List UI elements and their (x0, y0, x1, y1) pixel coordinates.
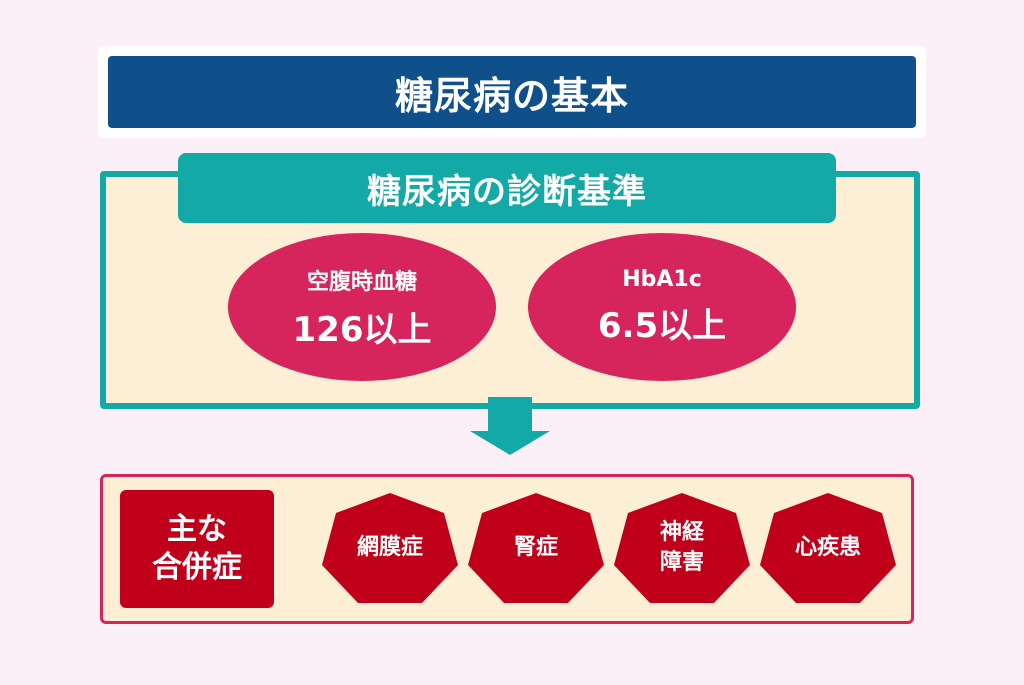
complications-label-line1: 主な (167, 512, 227, 547)
criterion-value: 126以上 (292, 309, 432, 350)
criterion-label: HbA1c (622, 267, 702, 292)
criterion-value: 6.5以上 (597, 306, 727, 346)
complication-line1: 網膜症 (356, 535, 423, 560)
heptagon-shape (322, 493, 458, 603)
criteria-title: 糖尿病の診断基準 (178, 153, 836, 223)
criterion-hba1c: HbA1c 6.5以上 (528, 233, 796, 381)
criterion-label: 空腹時血糖 (306, 269, 417, 295)
complication-line1: 心疾患 (794, 535, 861, 560)
complications-label: 主な 合併症 (120, 490, 274, 608)
complication-line2: 障害 (659, 550, 704, 575)
heptagon-shape (614, 493, 750, 603)
complication-neuropathy: 神経 障害 (612, 491, 752, 605)
complication-heart-disease: 心疾患 (758, 491, 898, 605)
complication-retinopathy: 網膜症 (320, 491, 460, 605)
complications-label-line2: 合併症 (152, 550, 242, 585)
criterion-fasting-glucose: 空腹時血糖 126以上 (228, 233, 496, 381)
down-arrow-icon (470, 397, 550, 455)
complication-line1: 腎症 (513, 535, 558, 560)
main-title: 糖尿病の基本 (108, 56, 916, 128)
title-frame: 糖尿病の基本 (98, 46, 926, 138)
complication-nephropathy: 腎症 (466, 491, 606, 605)
heptagon-shape (468, 493, 604, 603)
complication-line1: 神経 (659, 520, 704, 545)
heptagon-shape (760, 493, 896, 603)
